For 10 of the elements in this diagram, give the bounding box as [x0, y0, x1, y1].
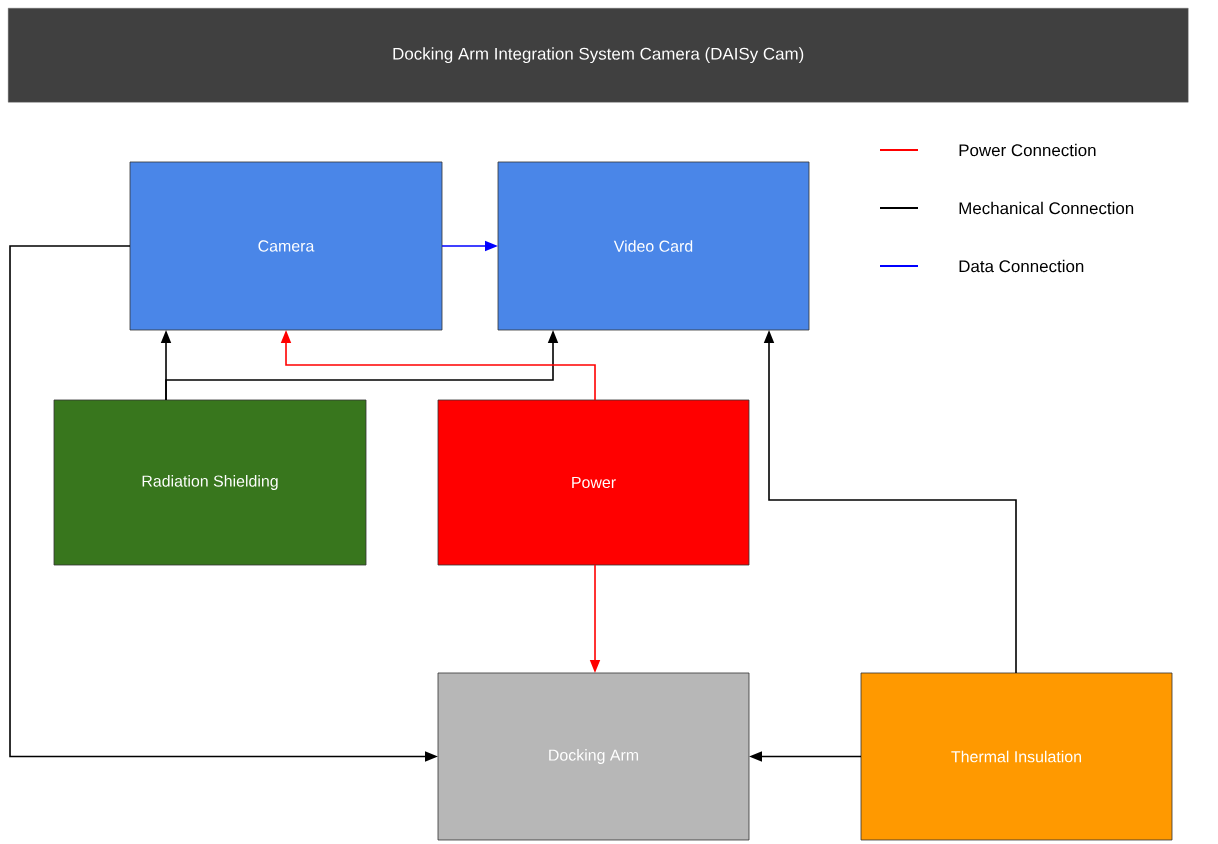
- legend-label: Data Connection: [959, 259, 1084, 273]
- component-box: Docking Arm: [437, 672, 750, 841]
- component-box: Radiation Shielding: [53, 399, 367, 566]
- title-banner: Docking Arm Integration System Camera (DAISy Cam): [8, 8, 1189, 103]
- component-box: Power: [437, 399, 750, 566]
- legend-label: Mechanical Connection: [959, 201, 1134, 215]
- component-box: Camera: [129, 161, 443, 331]
- legend-label: Power Connection: [959, 143, 1096, 157]
- component-box: Video Card: [497, 161, 810, 331]
- component-box: Thermal Insulation: [860, 672, 1173, 841]
